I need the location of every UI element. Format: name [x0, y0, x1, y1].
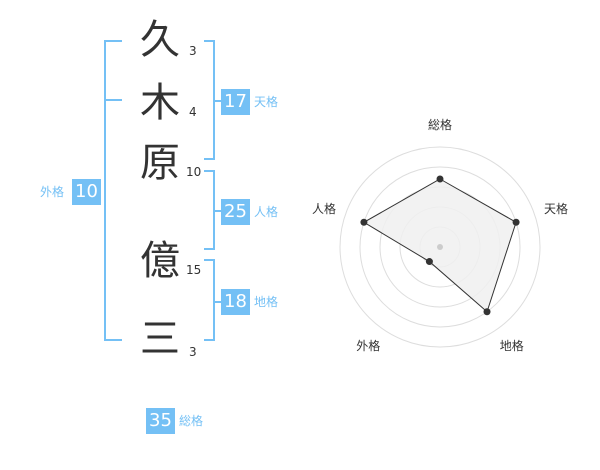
name-char-5: 三 [140, 316, 180, 362]
gaikaku-bracket-vertical [104, 40, 106, 341]
jinkaku-value-badge: 25 [221, 199, 250, 225]
tenkaku-bracket-connector [213, 100, 221, 102]
name-char-3: 原 [140, 140, 180, 186]
radar-point-4 [425, 258, 433, 266]
chikaku-bracket-vertical [213, 259, 215, 341]
name-char-2: 木 [140, 80, 180, 126]
jinkaku-bracket-bottom [204, 248, 215, 250]
chikaku-value-badge: 18 [221, 289, 250, 315]
stroke-count-5: 3 [189, 345, 197, 359]
radar-chart: 総格天格地格 外格 人格 [312, 110, 580, 370]
radar-ring [339, 146, 541, 348]
radar-point-1 [436, 175, 444, 183]
gaikaku-bracket-top [104, 40, 122, 42]
radar-axis-label-4: 外格 [356, 338, 381, 353]
soukaku-label: 総格 [179, 414, 204, 428]
soukaku-value-badge: 35 [146, 408, 175, 434]
radar-point-2 [512, 218, 520, 226]
gaikaku-bracket-tick [104, 99, 122, 101]
radar-axis-label-5: 人格 [311, 202, 336, 217]
tenkaku-label: 天格 [254, 95, 279, 109]
stroke-count-2: 4 [189, 105, 197, 119]
radar-point-3 [483, 308, 491, 316]
radar-center-dot [437, 244, 443, 250]
gaikaku-label: 外格 [40, 185, 65, 199]
chikaku-label: 地格 [254, 295, 279, 309]
radar-axis-label-1: 総格 [428, 118, 453, 132]
radar-axis-label-3: 地格 [499, 338, 524, 353]
tenkaku-value-badge: 17 [221, 89, 250, 115]
chikaku-bracket-connector [213, 301, 221, 303]
stroke-count-3: 10 [186, 165, 202, 179]
radar-svg [339, 146, 541, 348]
name-char-4: 億 [140, 238, 180, 284]
radar-ring [359, 166, 521, 328]
tenkaku-bracket-top [204, 40, 215, 42]
radar-axis-label-2: 天格 [544, 202, 569, 217]
jinkaku-label: 人格 [254, 205, 279, 219]
gaikaku-value-badge: 10 [72, 179, 101, 205]
chikaku-bracket-bottom [204, 339, 215, 341]
tenkaku-bracket-bottom [204, 158, 215, 160]
stroke-count-1: 3 [189, 44, 197, 58]
jinkaku-bracket-top [204, 170, 215, 172]
gaikaku-bracket-bottom [104, 339, 122, 341]
chikaku-bracket-top [204, 259, 215, 261]
name-char-1: 久 [140, 17, 180, 63]
stroke-count-4: 15 [186, 263, 202, 277]
radar-point-5 [360, 218, 368, 226]
jinkaku-bracket-connector [213, 210, 221, 212]
